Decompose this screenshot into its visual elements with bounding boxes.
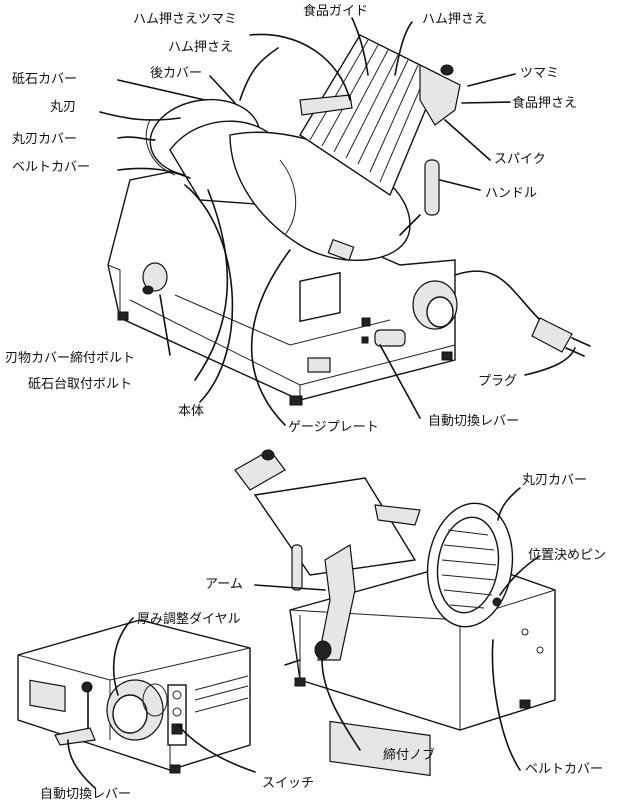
label-spike: スパイク — [494, 152, 546, 167]
label-belt-cover: ベルトカバー — [12, 160, 91, 175]
label-ham-presser-right: ハム押さえ — [422, 12, 488, 27]
label-switch: スイッチ — [262, 776, 315, 791]
label-round-blade-cover: 丸刃カバー — [12, 132, 78, 147]
label-food-guide: 食品ガイド — [303, 4, 369, 19]
label-whetstone-cover: 砥石カバー — [12, 72, 78, 87]
leader-lines — [67, 17, 576, 789]
label-round-blade: 丸刃 — [50, 100, 77, 115]
arm-shape — [317, 544, 356, 661]
label-positioning-pin: 位置決めピン — [528, 548, 607, 563]
bottom-right-slicer-illustration — [234, 449, 556, 777]
bottom-left-detail-illustration — [17, 619, 251, 774]
label-tightening-knob: 締付ノブ — [383, 748, 436, 763]
label-rear-cover: 後カバー — [150, 66, 203, 81]
label-food-presser: 食品押さえ — [512, 96, 578, 111]
label-plug: プラグ — [478, 374, 518, 389]
label-round-blade-cover-2: 丸刃カバー — [522, 473, 588, 488]
label-ham-presser-knob: ハム押さえツマミ — [133, 12, 238, 27]
label-handle: ハンドル — [485, 186, 538, 201]
label-ham-presser-left: ハム押さえ — [168, 40, 234, 55]
label-body: 本体 — [178, 404, 205, 419]
label-gauge-plate: ゲージプレート — [288, 420, 379, 435]
label-auto-switch-lever-top: 自動切換レバー — [428, 414, 520, 429]
label-blade-cover-bolt: 刃物カバー締付ボルト — [5, 351, 136, 366]
label-arm: アーム — [205, 577, 243, 592]
label-whetstone-mount-bolt: 砥石台取付ボルト — [28, 377, 133, 392]
label-auto-switch-lever-bottom: 自動切換レバー — [40, 787, 132, 802]
label-knob: ツマミ — [520, 66, 560, 81]
top-slicer-illustration — [107, 34, 591, 406]
label-belt-cover-2: ベルトカバー — [525, 762, 604, 777]
label-thickness-dial: 厚み調整ダイヤル — [137, 612, 241, 627]
